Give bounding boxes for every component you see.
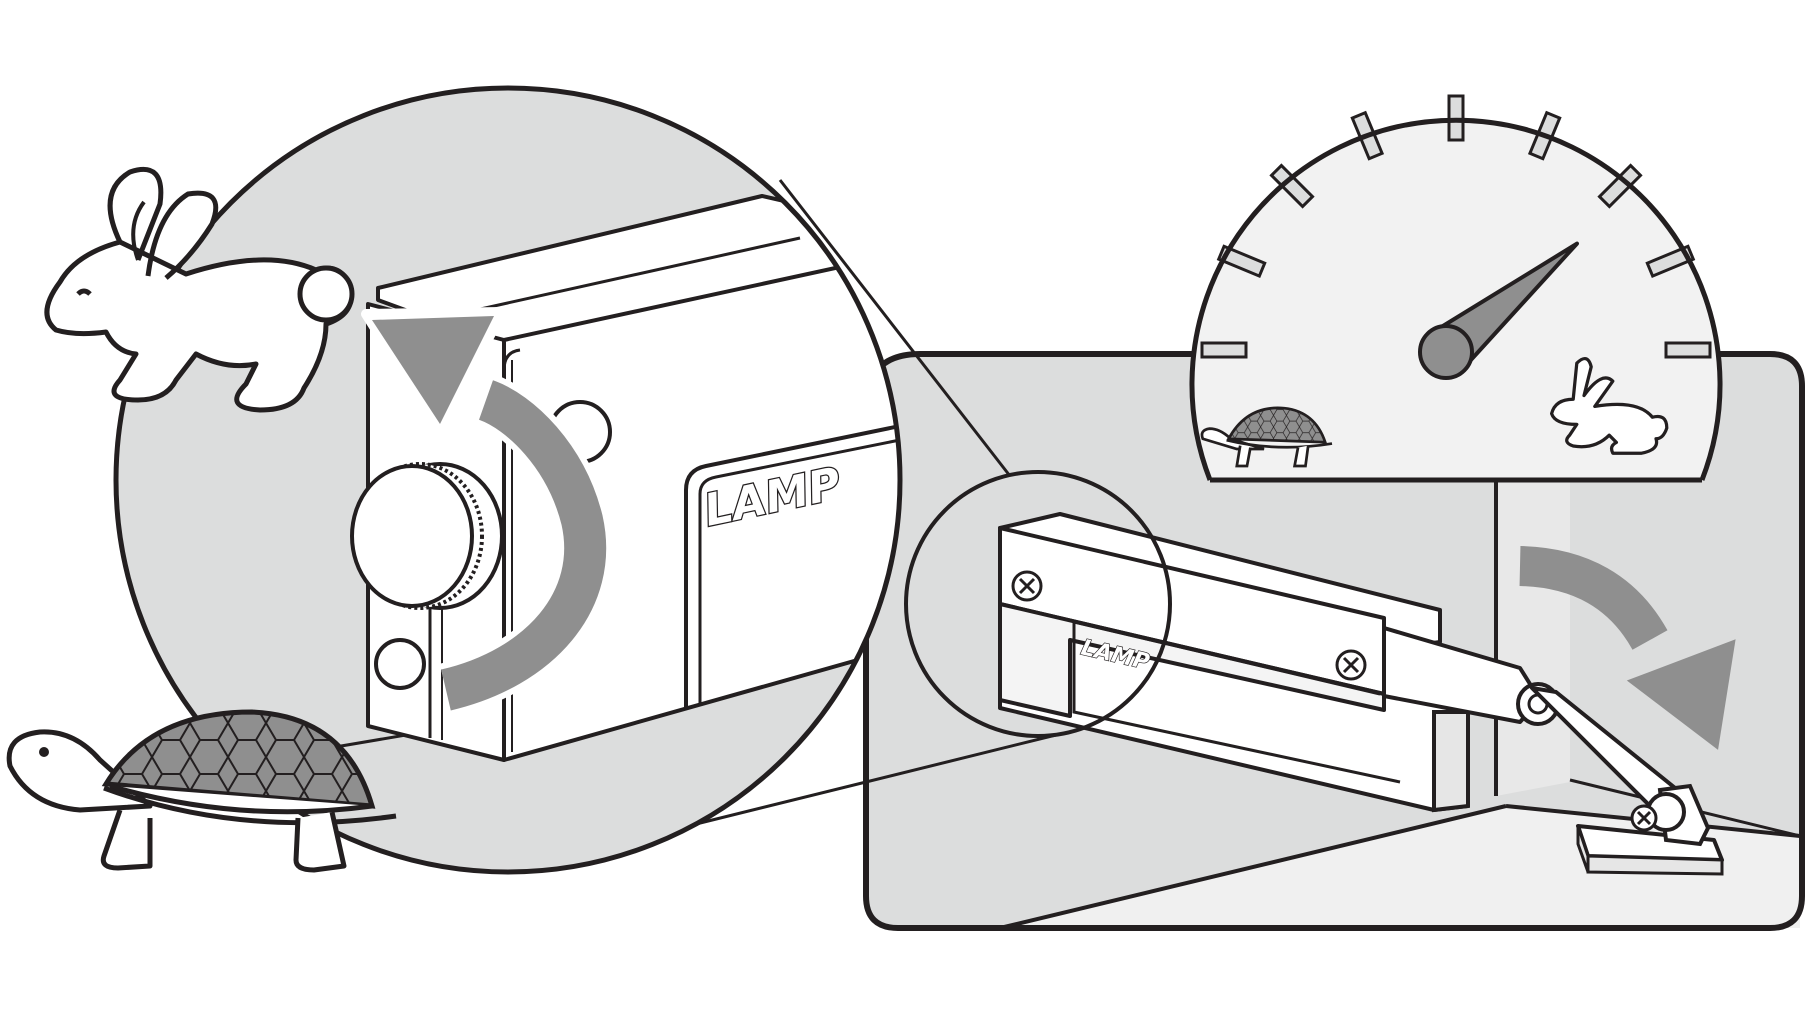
zoom-detail-circle bbox=[904, 470, 1172, 738]
counterclockwise-arrow-icon bbox=[361, 307, 613, 717]
stay-device: LAMP bbox=[998, 512, 1724, 876]
gauge-tick bbox=[1664, 341, 1712, 359]
swing-arrow-icon bbox=[1519, 546, 1736, 750]
gauge-tick bbox=[1597, 163, 1643, 209]
tortoise-icon bbox=[6, 709, 397, 873]
gauge-tortoise-icon bbox=[1200, 406, 1333, 468]
gauge-tick bbox=[1216, 244, 1267, 279]
adjustment-knob[interactable] bbox=[350, 462, 504, 610]
gauge-tick bbox=[1645, 244, 1696, 279]
screw-icon bbox=[1011, 570, 1043, 602]
zoom-connector-lines bbox=[679, 179, 1061, 830]
screw-icon bbox=[1335, 649, 1367, 681]
gauge-rabbit-icon bbox=[1549, 357, 1669, 455]
gauge-tick bbox=[1269, 163, 1315, 209]
rabbit-icon bbox=[44, 166, 355, 413]
gauge-tick bbox=[1200, 341, 1248, 359]
speed-gauge bbox=[1189, 94, 1723, 483]
gauge-needle-hub bbox=[1418, 324, 1474, 380]
gauge-needle bbox=[1418, 241, 1579, 380]
screw-icon bbox=[1630, 804, 1658, 832]
